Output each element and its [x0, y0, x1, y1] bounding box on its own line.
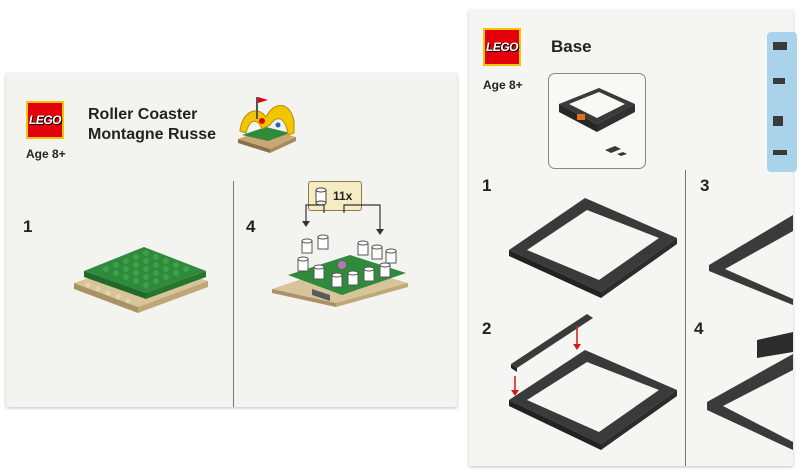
part-icon [773, 150, 787, 155]
step-number: 4 [694, 319, 704, 338]
page-title: Base [551, 37, 592, 56]
set-preview-image [238, 97, 296, 153]
set-subtitle: Montagne Russe [88, 126, 217, 143]
part-icon [773, 42, 787, 50]
lego-logo: LEGO [26, 101, 64, 139]
step-divider [685, 170, 686, 466]
step-1-build-image [74, 247, 208, 313]
build-preview-box [548, 73, 646, 169]
step-number: 4 [246, 217, 256, 236]
step-1-frame-image [509, 198, 677, 298]
age-label: Age 8+ [26, 147, 66, 161]
left-instruction-page: LEGO Roller Coaster Montagne Russe Age 8… [6, 73, 457, 407]
step-number: 2 [482, 319, 492, 338]
parts-callout: 11x [308, 181, 362, 211]
step-number: 1 [23, 217, 33, 236]
set-title: Roller Coaster [88, 106, 198, 123]
callout-quantity: 11x [333, 189, 353, 203]
step-4-frame-image [707, 332, 793, 450]
part-icon [773, 78, 785, 84]
parts-list-panel [767, 32, 797, 172]
step-number: 3 [700, 176, 710, 195]
right-instruction-page: LEGO Base Age 8+ 1 2 3 4 [469, 10, 797, 466]
lego-logo: LEGO [483, 28, 521, 66]
age-label: Age 8+ [483, 78, 523, 92]
part-icon [773, 116, 783, 126]
step-2-frame-image [509, 314, 677, 450]
step-4-build-image [272, 204, 408, 307]
step-number: 1 [482, 176, 492, 195]
step-divider [233, 181, 234, 407]
step-3-frame-image [709, 215, 793, 305]
base-frame-preview [559, 88, 635, 156]
